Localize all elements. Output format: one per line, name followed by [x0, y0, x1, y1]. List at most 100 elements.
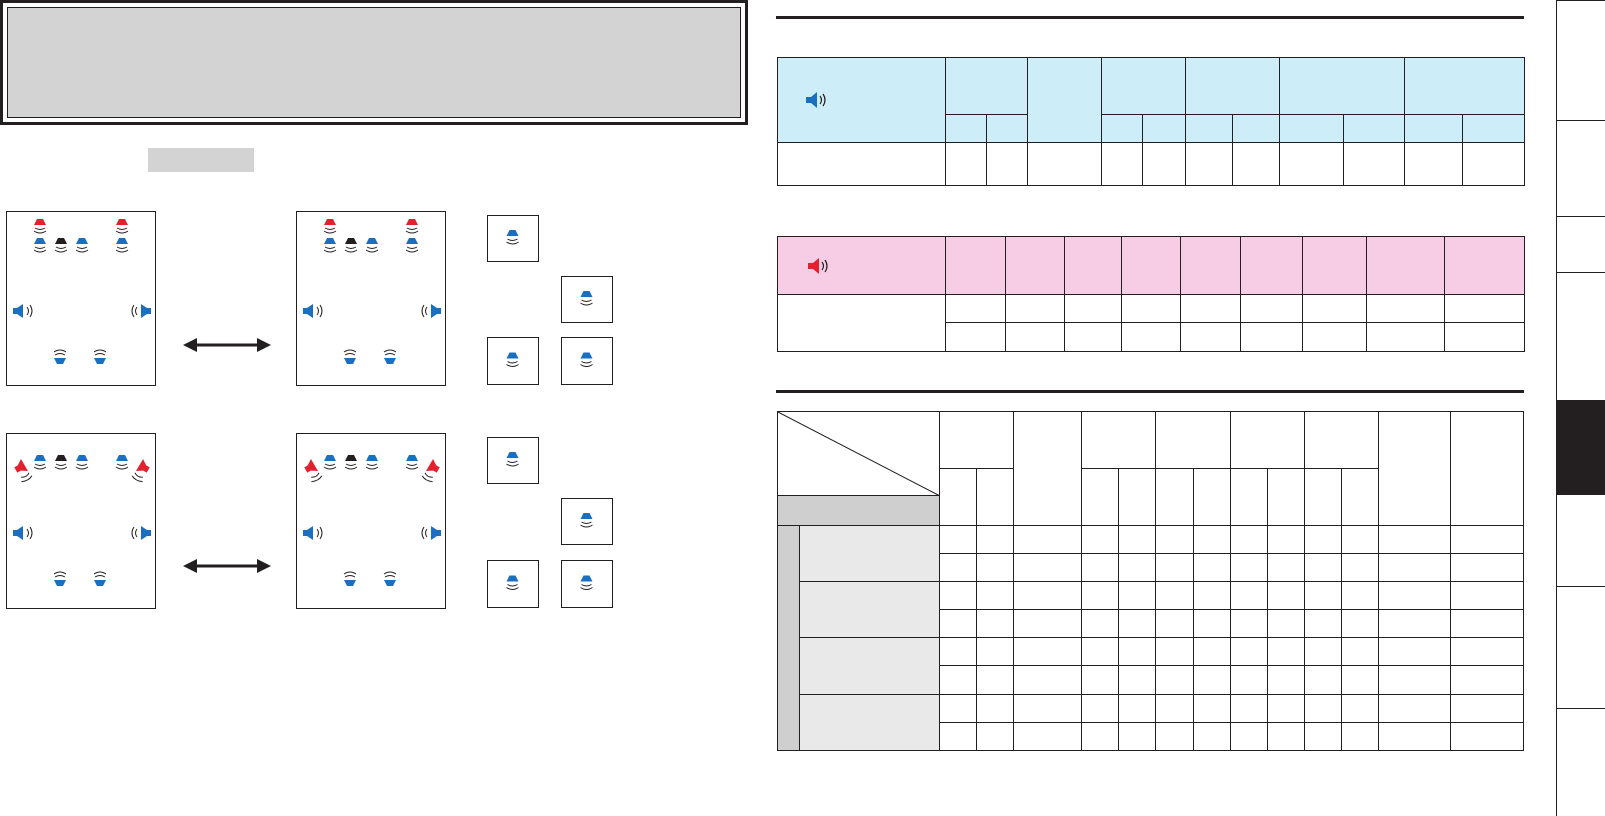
speaker-option-box	[561, 560, 613, 608]
group-side-strip	[776, 524, 801, 752]
speaker-glyph	[580, 352, 593, 367]
section-rule	[776, 390, 1524, 393]
speaker-glyph	[421, 526, 441, 540]
speaker-glyph	[383, 349, 397, 364]
speaker-glyph	[405, 219, 419, 234]
speaker-option-box	[487, 215, 539, 262]
speaker-glyph	[93, 571, 107, 586]
side-tab-active[interactable]	[1556, 400, 1605, 494]
speaker-volume-icon	[808, 257, 828, 274]
speaker-glyph	[303, 304, 323, 318]
speaker-glyph	[131, 458, 150, 483]
speaker-glyph	[13, 526, 33, 540]
side-tab[interactable]	[1556, 708, 1605, 816]
diagonal-line	[778, 412, 940, 496]
row-group-label	[799, 524, 941, 582]
speaker-glyph	[323, 455, 337, 470]
speaker-glyph	[506, 452, 519, 467]
speaker-glyph	[365, 455, 379, 470]
speaker-icon	[506, 575, 519, 590]
speaker-glyph	[344, 238, 358, 253]
speaker-glyph	[580, 291, 593, 306]
group-header-cell	[776, 495, 941, 526]
speaker-option-box	[487, 437, 539, 484]
side-tab[interactable]	[1556, 0, 1605, 120]
speaker-icon	[506, 452, 519, 467]
diagonal-corner-cell	[776, 410, 941, 497]
speaker-option-box	[561, 337, 613, 385]
speaker-glyph	[421, 304, 441, 318]
layout-panel-1a	[6, 211, 156, 386]
speaker-icon	[580, 291, 593, 306]
speaker-glyph	[33, 219, 47, 234]
speaker-layout-diagram	[13, 455, 151, 586]
blue-header-label-cell	[777, 57, 946, 143]
speaker-icon	[580, 352, 593, 367]
speaker-glyph	[131, 304, 151, 318]
speaker-glyph	[53, 349, 67, 364]
side-tab[interactable]	[1556, 120, 1605, 216]
pink-header-label-cell	[777, 236, 946, 295]
speaker-glyph	[580, 575, 593, 590]
speaker-glyph	[323, 238, 337, 253]
speaker-glyph	[405, 455, 419, 470]
speaker-glyph	[33, 238, 47, 253]
speaker-glyph	[54, 238, 68, 253]
speaker-glyph	[75, 238, 89, 253]
speaker-option-box	[561, 276, 613, 323]
speaker-glyph	[405, 238, 419, 253]
double-arrow-icon	[183, 338, 271, 352]
speaker-glyph	[304, 458, 323, 483]
speaker-icon	[506, 230, 519, 245]
row-group-label	[799, 637, 941, 695]
side-tab[interactable]	[1556, 216, 1605, 272]
side-tab[interactable]	[1556, 272, 1605, 400]
speaker-glyph	[506, 352, 519, 367]
speaker-glyph	[383, 571, 397, 586]
speaker-icon	[580, 513, 593, 528]
speaker-glyph	[33, 455, 47, 470]
speaker-icon	[580, 575, 593, 590]
speaker-glyph	[54, 455, 68, 470]
speaker-glyph	[13, 304, 33, 318]
speaker-option-box	[561, 498, 613, 545]
speaker-option-box	[487, 560, 539, 608]
speaker-glyph	[421, 458, 440, 483]
speaker-layout-diagram	[13, 219, 151, 364]
section-rule	[776, 16, 1524, 19]
speaker-glyph	[344, 455, 358, 470]
speaker-glyph	[580, 513, 593, 528]
speaker-glyph	[506, 230, 519, 245]
layout-panel-1b	[296, 211, 446, 386]
row-group-label	[799, 693, 941, 752]
speaker-glyph	[53, 571, 67, 586]
speaker-glyph	[365, 238, 379, 253]
speaker-glyph	[93, 349, 107, 364]
speaker-layout-diagram	[303, 219, 441, 364]
side-tab[interactable]	[1556, 586, 1605, 708]
layout-panel-2b	[296, 433, 446, 609]
speaker-glyph	[115, 455, 129, 470]
speaker-option-box	[487, 337, 539, 385]
speaker-glyph	[323, 219, 337, 234]
highlight-tag	[148, 148, 254, 172]
speaker-glyph	[14, 458, 33, 483]
double-arrow-icon	[183, 559, 271, 573]
layout-panel-2a	[6, 433, 156, 609]
speaker-glyph	[343, 349, 357, 364]
side-tab[interactable]	[1556, 494, 1605, 586]
matrix-table	[776, 410, 1525, 752]
speaker-glyph	[343, 571, 357, 586]
blue-table	[777, 57, 1525, 186]
speaker-glyph	[75, 455, 89, 470]
section-title-box	[0, 0, 748, 125]
speaker-glyph	[303, 526, 323, 540]
section-title-background	[7, 7, 741, 118]
speaker-glyph	[115, 238, 129, 253]
speaker-glyph	[115, 219, 129, 234]
row-group-label	[799, 580, 941, 639]
speaker-layout-diagram	[303, 455, 441, 586]
speaker-glyph	[131, 526, 151, 540]
speaker-icon	[506, 352, 519, 367]
pink-table	[777, 236, 1525, 352]
